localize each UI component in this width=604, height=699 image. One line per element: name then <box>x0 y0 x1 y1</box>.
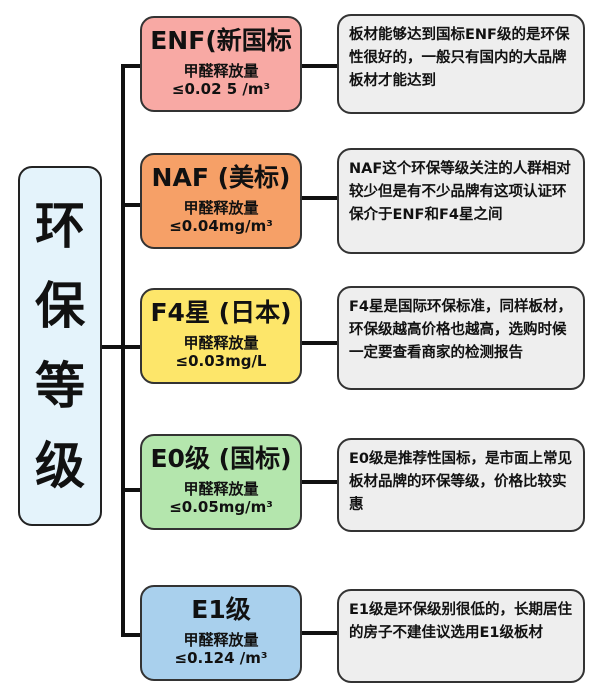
description-enf: 板材能够达到国标ENF级的是环保性很好的，一般只有国内的大品牌板材才能达到 <box>337 14 585 114</box>
grade-limit: ≤0.05mg/m³ <box>169 498 273 516</box>
grade-title: E1级 <box>191 595 251 624</box>
grade-limit: ≤0.02 5 /m³ <box>171 80 271 98</box>
grade-limit: ≤0.04mg/m³ <box>169 217 273 235</box>
main-trunk <box>121 66 125 635</box>
grade-node-enf: ENF(新国标 甲醛释放量 ≤0.02 5 /m³ <box>140 16 302 112</box>
grade-title: ENF(新国标 <box>150 26 292 55</box>
grade-metric-label: 甲醛释放量 <box>183 62 259 80</box>
grade-metric-label: 甲醛释放量 <box>183 480 259 498</box>
root-char-2: 保 <box>35 277 85 335</box>
branch-f4 <box>121 345 141 349</box>
description-e0: E0级是推荐性国标，是市面上常见板材品牌的环保等级，价格比较实惠 <box>337 438 585 532</box>
grade-node-e0: E0级 (国标) 甲醛释放量 ≤0.05mg/m³ <box>140 434 302 530</box>
root-char-1: 环 <box>35 197 85 255</box>
grade-node-f4: F4星 (日本) 甲醛释放量 ≤0.03mg/L <box>140 288 302 384</box>
link-f4-desc <box>302 341 338 345</box>
link-naf-desc <box>302 196 338 200</box>
grade-limit: ≤0.03mg/L <box>175 352 267 370</box>
root-char-4: 级 <box>35 437 85 495</box>
root-node-environmental-grade: 环 保 等 级 <box>18 166 102 526</box>
grade-title: F4星 (日本) <box>150 298 292 327</box>
branch-enf <box>121 64 141 68</box>
link-e0-desc <box>302 480 338 484</box>
grade-limit: ≤0.124 /m³ <box>174 649 268 667</box>
root-char-3: 等 <box>35 357 85 415</box>
grade-node-e1: E1级 甲醛释放量 ≤0.124 /m³ <box>140 585 302 681</box>
description-e1: E1级是环保级别很低的，长期居住的房子不建佳议选用E1级板材 <box>337 589 585 683</box>
description-f4: F4星是国际环保标准，同样板材，环保级越高价格也越高，选购时候一定要查看商家的检… <box>337 286 585 390</box>
link-enf-desc <box>302 64 338 68</box>
grade-title: E0级 (国标) <box>150 444 292 473</box>
grade-node-naf: NAF (美标) 甲醛释放量 ≤0.04mg/m³ <box>140 153 302 249</box>
branch-e1 <box>121 633 141 637</box>
branch-e0 <box>121 488 141 492</box>
grade-metric-label: 甲醛释放量 <box>183 631 259 649</box>
link-e1-desc <box>302 631 338 635</box>
grade-title: NAF (美标) <box>151 163 291 192</box>
root-connector <box>102 345 125 349</box>
description-naf: NAF这个环保等级关注的人群相对较少但是有不少品牌有这项认证环保介于ENF和F4… <box>337 148 585 254</box>
branch-naf <box>121 203 141 207</box>
grade-metric-label: 甲醛释放量 <box>183 199 259 217</box>
grade-metric-label: 甲醛释放量 <box>183 334 259 352</box>
